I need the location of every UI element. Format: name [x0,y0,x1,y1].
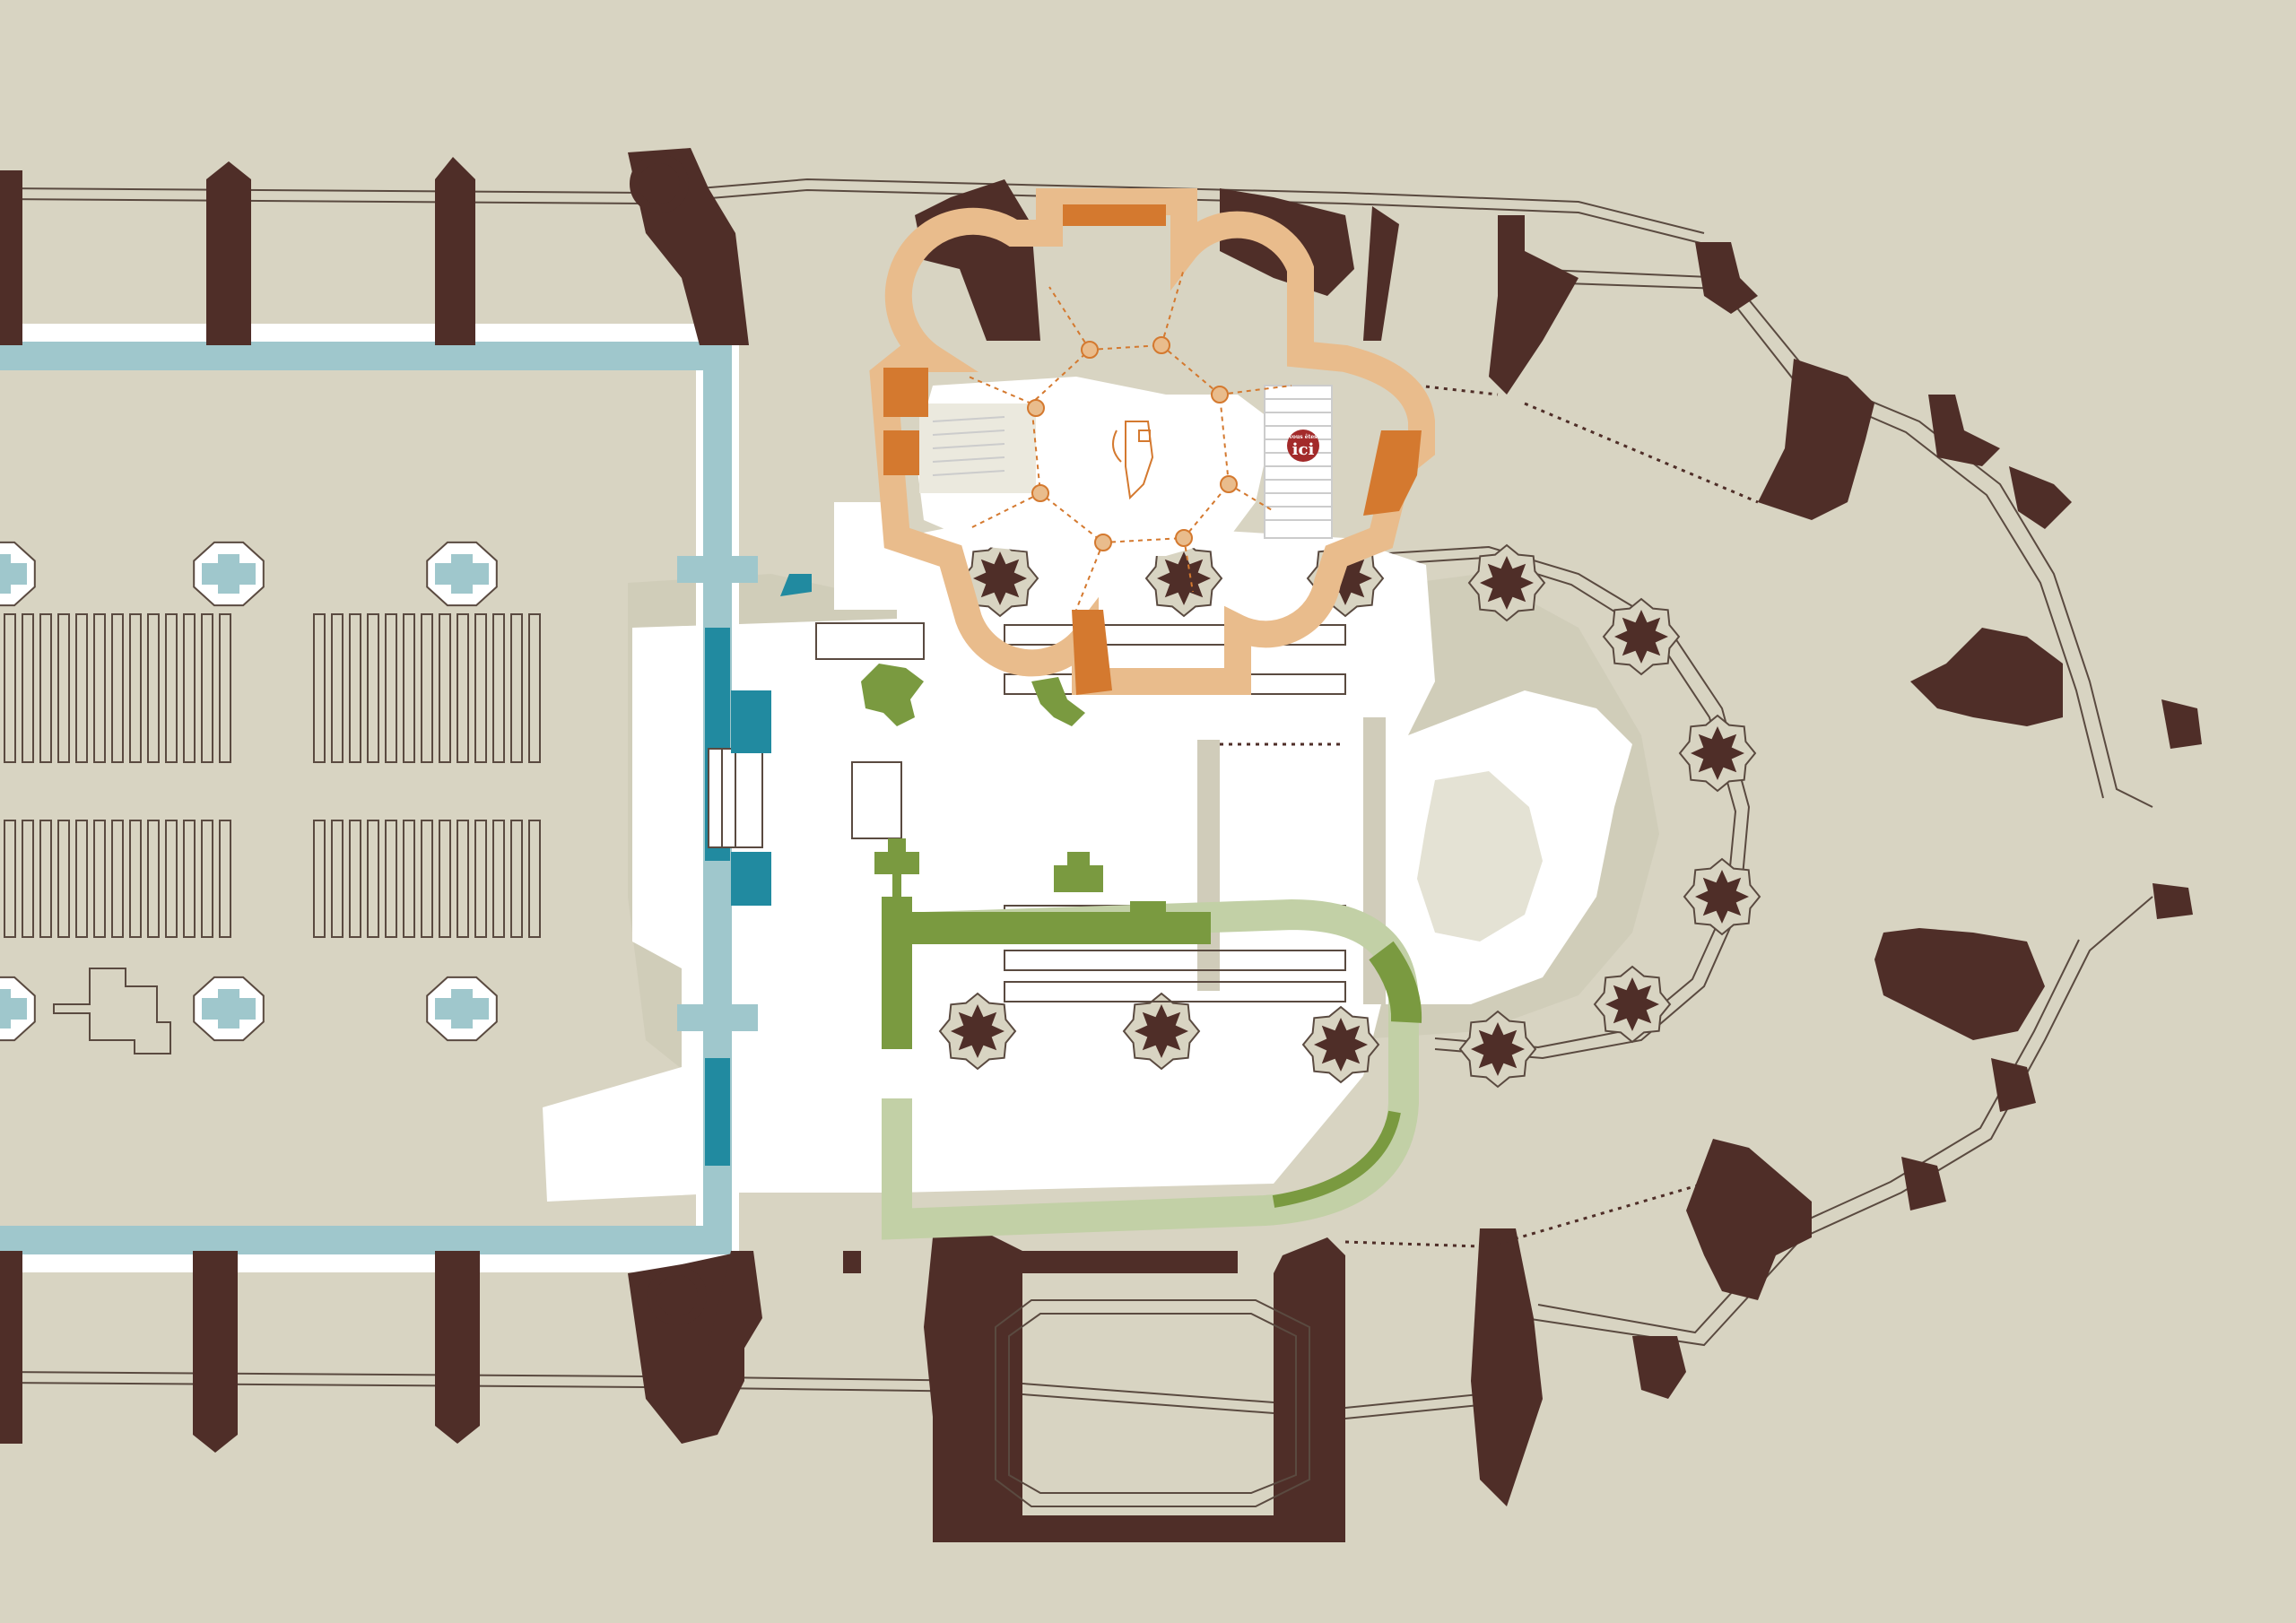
crypt-orange-zone[interactable] [869,188,1435,695]
pew [474,820,487,938]
pew [349,613,361,763]
pew [313,820,326,938]
choir-pillar [1683,857,1761,936]
pew [147,820,160,938]
pew [183,820,196,938]
nave-pillar [426,541,498,607]
pew [331,613,344,763]
pew [313,613,326,763]
pew [403,613,415,763]
pew [93,613,106,763]
pew [367,820,379,938]
pew [528,613,541,763]
pew [111,820,124,938]
pew [385,820,397,938]
pew [129,820,142,938]
pew [111,613,124,763]
pew [492,820,505,938]
you-are-here-top-text: vous êtes [1288,434,1318,440]
nave-pillar [193,976,265,1042]
pew [331,820,344,938]
pew [75,820,88,938]
nave-pillar [0,541,36,607]
nave-pillars [0,541,498,1042]
pew [57,820,70,938]
pew [510,613,523,763]
pew [474,613,487,763]
choir-pillar [1144,539,1223,618]
pew [421,820,433,938]
pew [39,820,52,938]
pew [22,613,34,763]
pew [129,613,142,763]
dotted-boundaries [1220,384,1759,1248]
choir-pillar [1593,965,1672,1044]
choir-pillar [1467,543,1546,622]
pew [457,613,469,763]
pew [165,613,178,763]
you-are-here-main-text: ici [1292,440,1315,459]
nave-pews [4,613,541,938]
pew [22,820,34,938]
choir-pillar [1458,1010,1537,1089]
pew [183,613,196,763]
pew [165,820,178,938]
choir-pillar [1301,1005,1380,1084]
you-are-here-marker: vous êtes ici [1287,430,1319,462]
cathedral-walls [0,148,2202,1542]
pew [439,820,451,938]
pew [4,820,16,938]
nave-pillar [426,976,498,1042]
you-are-here-badge [1287,430,1319,462]
pew [403,820,415,938]
choir-pillar [1602,597,1681,676]
pew [439,613,451,763]
pew [367,613,379,763]
pew [219,820,231,938]
pew [219,613,231,763]
nave-small-chapel [53,968,171,1055]
pew [510,820,523,938]
pew [421,613,433,763]
choir-pillar [938,992,1017,1071]
pew [57,613,70,763]
sacristy-room [995,1299,1310,1507]
pew [528,820,541,938]
pew [201,613,213,763]
choir-pillar [1678,714,1757,793]
pew [457,820,469,938]
altar-island [1417,771,1543,942]
pew [385,613,397,763]
pew [147,613,160,763]
pew [75,613,88,763]
choir-pillar [961,539,1039,618]
nave-blue-zone[interactable] [0,324,812,1272]
pew [492,613,505,763]
choir-pillar [1122,992,1201,1071]
pew [4,613,16,763]
pew [349,820,361,938]
pew [93,820,106,938]
nave-pillar [193,541,265,607]
green-route-zone[interactable] [861,664,1422,1240]
pew [201,820,213,938]
pew [39,613,52,763]
nave-pillar [0,976,36,1042]
